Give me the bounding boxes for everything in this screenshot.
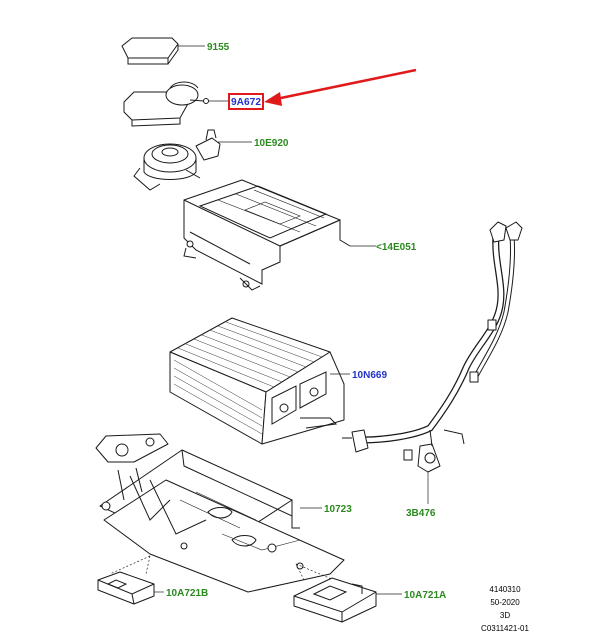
label-3b476[interactable]: 3B476	[406, 508, 436, 519]
highlight-arrow	[264, 68, 417, 106]
part-converter-10n669	[169, 317, 350, 445]
label-10a721a[interactable]: 10A721A	[404, 590, 446, 601]
part-frame-10723	[95, 433, 345, 593]
meta-ref: C0311421-01	[481, 624, 529, 633]
part-harness-3b476	[342, 221, 523, 504]
highlight-box	[228, 93, 264, 110]
meta-view: 3D	[500, 611, 510, 620]
label-9155[interactable]: 9155	[207, 42, 230, 53]
part-pump-10e920	[133, 129, 252, 191]
part-bracket-10a721b	[97, 555, 164, 605]
part-cap-9155	[121, 37, 205, 65]
label-10n669[interactable]: 10N669	[352, 370, 387, 381]
part-bracket-14e051	[183, 179, 376, 291]
part-bracket-10a721a	[293, 563, 402, 623]
label-10e920[interactable]: 10E920	[254, 138, 289, 149]
label-14e051[interactable]: <14E051	[376, 242, 417, 253]
meta-code2: 50-2020	[490, 598, 520, 607]
label-9a672[interactable]: 9A672	[231, 97, 261, 108]
label-10a721b[interactable]: 10A721B	[166, 588, 208, 599]
label-10723[interactable]: 10723	[324, 504, 352, 515]
part-sensor-9a672	[123, 81, 230, 127]
meta-code1: 4140310	[489, 585, 521, 594]
